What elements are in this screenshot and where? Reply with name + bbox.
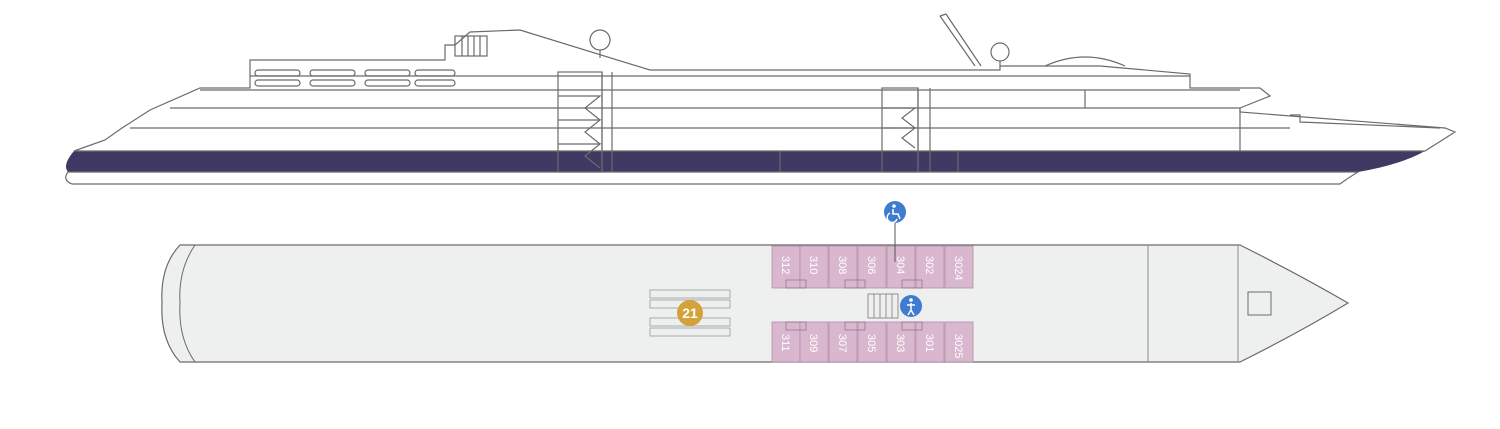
cabin-307[interactable] — [828, 321, 858, 363]
cabin-label-312: 312 — [779, 256, 791, 274]
ship-side-profile — [65, 13, 1457, 185]
cabin-details — [785, 279, 923, 331]
deck-plan: 21 312 310 308 306 304 302 3024 — [161, 201, 1350, 363]
cabin-310[interactable] — [799, 245, 829, 289]
cabin-305[interactable] — [857, 321, 887, 363]
cabin-label-307: 307 — [836, 334, 848, 352]
cabin-302[interactable] — [915, 245, 945, 289]
radar-dome-fwd — [990, 42, 1010, 66]
central-stair — [867, 293, 899, 319]
cabin-label-305: 305 — [865, 334, 877, 352]
cabin-label-301: 301 — [923, 334, 935, 352]
cabin-label-309: 309 — [807, 334, 819, 352]
cabin-label-303: 303 — [894, 334, 906, 352]
cabin-label-311: 311 — [779, 334, 791, 352]
cabin-306[interactable] — [857, 245, 887, 289]
fwd-dome — [1044, 56, 1126, 67]
cabin-304[interactable] — [886, 245, 916, 289]
bow-hatch — [1247, 291, 1272, 316]
hull-lower — [65, 171, 1361, 185]
cabin-308[interactable] — [828, 245, 858, 289]
stern-lifeboats — [254, 69, 456, 87]
mast — [939, 13, 982, 67]
cabin-label-302: 302 — [923, 256, 935, 274]
hull-band — [66, 151, 1425, 172]
funnel — [454, 35, 488, 57]
amenity-number: 21 — [682, 305, 698, 321]
cabin-3025[interactable] — [944, 321, 974, 363]
cabins-top-row: 312 310 308 306 304 302 3024 — [771, 245, 974, 289]
cabin-303[interactable] — [886, 321, 916, 363]
midship-bay-1 — [557, 71, 613, 173]
cabin-label-3024: 3024 — [952, 256, 964, 280]
amenity-badge: 21 — [677, 300, 703, 326]
cabin-3024[interactable] — [944, 245, 974, 289]
wheelchair-icon — [884, 201, 906, 262]
midship-bay-2 — [881, 87, 931, 173]
deck-outline — [161, 244, 1350, 363]
cabin-label-310: 310 — [807, 256, 819, 274]
cabin-309[interactable] — [799, 321, 829, 363]
cabin-301[interactable] — [915, 321, 945, 363]
elevator-person-icon — [900, 295, 922, 317]
cabin-label-304: 304 — [894, 256, 906, 274]
cabin-label-306: 306 — [865, 256, 877, 274]
cabins-bottom-row: 311 309 307 305 303 301 3025 — [771, 321, 974, 363]
radar-dome-aft — [589, 29, 611, 58]
cabin-label-308: 308 — [836, 256, 848, 274]
cabin-label-3025: 3025 — [952, 334, 964, 358]
